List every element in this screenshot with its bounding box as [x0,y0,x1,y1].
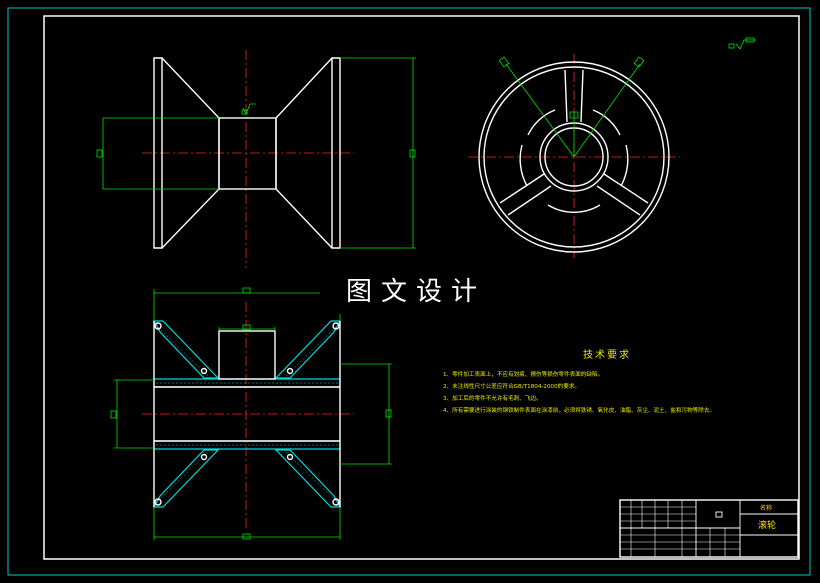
title-block-label: 名称 [760,505,773,512]
watermark-text: 图文设计 [326,270,506,314]
front-view [96,50,416,268]
tech-req-item: 2、未注线性尺寸公差应符合GB/T1804-2000的要求。 [443,384,581,390]
drawing-frame [43,15,800,560]
title-block [619,499,799,558]
part-name: 滚轮 [758,521,777,531]
side-view [468,54,680,258]
tech-req-title: 技术要求 [583,350,631,361]
tech-req-item: 1、零件加工表面上，不应有划痕、擦伤等损伤零件表面的缺陷。 [443,372,604,378]
roughness-symbol-icon [728,37,756,50]
technical-requirements: 技术要求 1、零件加工表面上，不应有划痕、擦伤等损伤零件表面的缺陷。 2、未注线… [443,346,783,417]
tech-req-item: 3、加工后的零件不允许有毛刺、飞边。 [443,396,542,402]
tech-req-item: 4、所有需要进行涂装的钢铁制件表面在涂漆前，必须将铁锈、氧化皮、油脂、灰尘、泥土… [443,408,716,414]
outer-border [7,7,811,576]
section-view [110,287,392,540]
